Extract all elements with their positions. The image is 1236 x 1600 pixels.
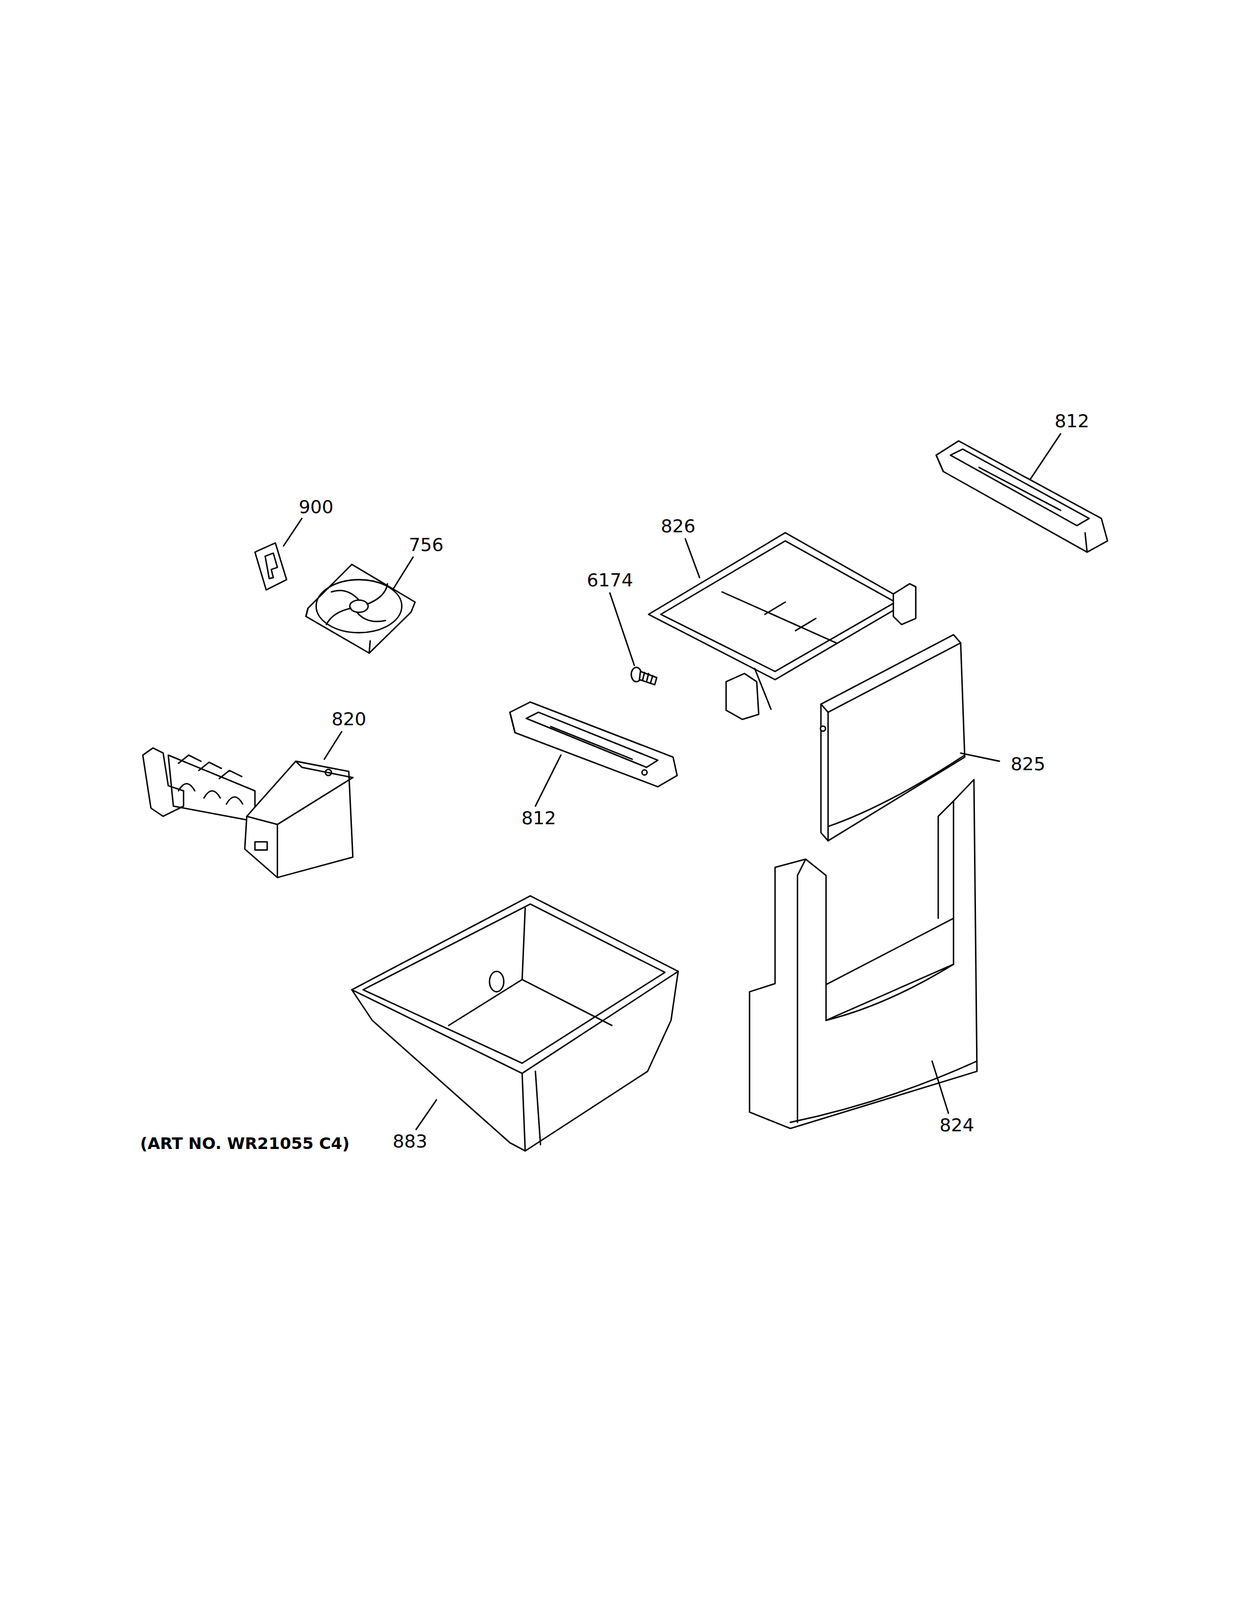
callout-number: 825 [1010, 754, 1046, 774]
bracket-part [509, 701, 678, 787]
callout-number: 756 [408, 535, 444, 554]
callout-number: 820 [331, 709, 367, 729]
icemaker-part [142, 747, 353, 878]
callout-number: 6174 [586, 571, 634, 590]
leader-lines [283, 433, 1061, 1130]
callout-number: 900 [298, 497, 334, 517]
fan-part [305, 563, 416, 653]
bracket-part [936, 440, 1108, 552]
callout-number: 812 [1054, 412, 1090, 431]
screw-part [631, 666, 657, 685]
ice-bucket-part [351, 895, 679, 1151]
clip-part [254, 542, 287, 590]
art-number-note: (ART NO. WR21055 C4) [140, 1135, 350, 1152]
panel-part [820, 634, 965, 841]
callout-number: 824 [939, 1115, 975, 1135]
callout-number: 812 [521, 808, 557, 828]
callout-number: 826 [660, 517, 696, 536]
callout-number: 883 [392, 1131, 428, 1151]
front-cover-part [749, 779, 977, 1129]
